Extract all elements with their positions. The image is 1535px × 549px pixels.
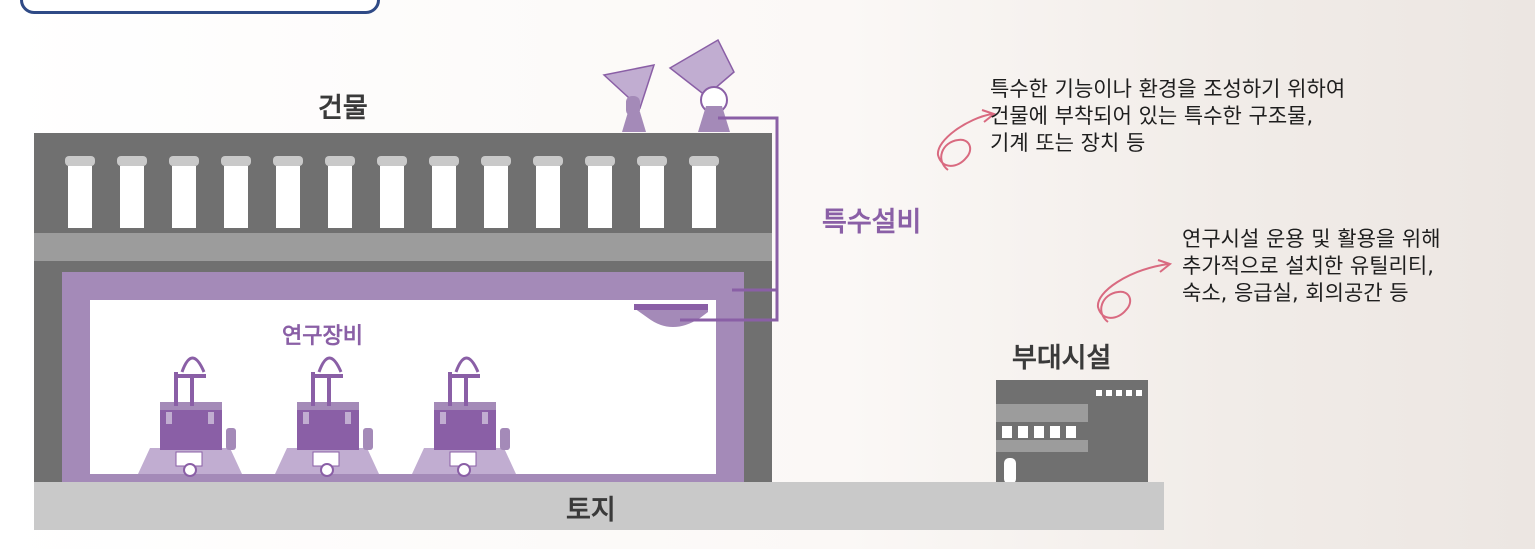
auxiliary-windows (1002, 390, 1142, 438)
building-label: 건물 (318, 93, 368, 124)
building-column (328, 166, 352, 228)
column-cap (169, 156, 199, 166)
auxiliary-building (996, 380, 1148, 484)
building-column (536, 166, 560, 228)
satellite-dish-icon (668, 38, 735, 132)
ceiling-device-icon (634, 304, 708, 327)
aux-window (1106, 390, 1112, 396)
column-cap (377, 156, 407, 166)
lab-machine-icon (412, 356, 516, 477)
research-equipment-label: 연구장비 (282, 324, 363, 349)
column-cap (429, 156, 459, 166)
building-column (484, 166, 508, 228)
lab-machines (138, 356, 516, 477)
lab-machine-icon (275, 356, 379, 477)
column-cap (637, 156, 667, 166)
column-cap (325, 156, 355, 166)
building-column (224, 166, 248, 228)
aux-window (1136, 390, 1142, 396)
aux-window (1066, 426, 1076, 438)
column-cap (273, 156, 303, 166)
building-column (692, 166, 716, 228)
curved-arrow-icon (936, 109, 997, 171)
column-cap (221, 156, 251, 166)
special-equipment-description: 특수한 기능이나 환경을 조성하기 위하여 건물에 부착되어 있는 특수한 구조… (990, 77, 1346, 155)
curved-arrow-icon (1096, 259, 1173, 323)
building-beam (34, 233, 772, 261)
auxiliary-facility-description: 연구시설 운용 및 활용을 위해 추가적으로 설치한 유틸리티, 숙소, 응급실… (1182, 227, 1441, 305)
aux-window (1002, 426, 1012, 438)
aux-window (1050, 426, 1060, 438)
equipment-connector-line (680, 116, 779, 322)
aux-window (1034, 426, 1044, 438)
building-columns (65, 156, 719, 228)
column-cap (481, 156, 511, 166)
building-column (68, 166, 92, 228)
building-column (172, 166, 196, 228)
aux-window (1126, 390, 1132, 396)
lab-machine-icon (138, 356, 242, 477)
aux-window (1018, 426, 1028, 438)
building-column (588, 166, 612, 228)
column-cap (689, 156, 719, 166)
building-column (276, 166, 300, 228)
land-label: 토지 (566, 495, 616, 526)
satellite-dish-icon (602, 64, 656, 132)
column-cap (117, 156, 147, 166)
auxiliary-facility-label: 부대시설 (1012, 343, 1112, 374)
column-cap (65, 156, 95, 166)
special-equipment-label: 특수설비 (822, 207, 922, 238)
aux-window (1096, 390, 1102, 396)
aux-window (1116, 390, 1122, 396)
ground-land (34, 482, 1164, 530)
column-cap (533, 156, 563, 166)
building-column (432, 166, 456, 228)
building-column (380, 166, 404, 228)
building-column (120, 166, 144, 228)
column-cap (585, 156, 615, 166)
building-column (640, 166, 664, 228)
